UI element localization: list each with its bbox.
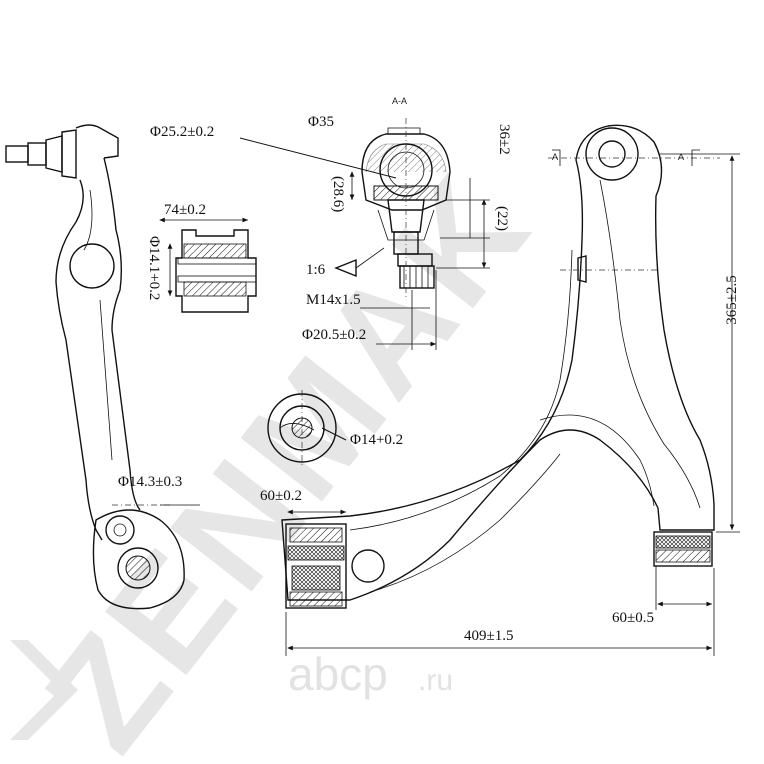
- dim-36: 36±2: [496, 124, 512, 155]
- round-bushing: [267, 390, 347, 466]
- ball-joint-section: A-A: [239, 96, 490, 350]
- section-marker-left: A: [552, 152, 558, 162]
- watermark: ZENMAK: [10, 142, 562, 764]
- section-label: A-A: [392, 96, 407, 106]
- dim-74: 74±0.2: [164, 202, 206, 218]
- dim-22: (22): [494, 206, 510, 231]
- main-control-arm: A A: [160, 124, 740, 656]
- dim-phi20: Φ20.5±0.2: [302, 327, 366, 343]
- dim-365: 365±2.5: [724, 275, 740, 324]
- dim-phi35: Φ35: [308, 114, 334, 130]
- stud-tip: [5, 145, 29, 163]
- arm-hole: [351, 549, 385, 583]
- side-hole: [69, 243, 115, 289]
- dim-phi14-3: Φ14.3±0.3: [118, 474, 182, 490]
- dim-409: 409±1.5: [464, 628, 513, 644]
- site-watermark: abcp .ru: [288, 648, 453, 700]
- watermark-chevron: [10, 640, 78, 740]
- dim-60-a: 60±0.2: [260, 488, 302, 504]
- site-watermark-suffix: .ru: [418, 664, 453, 697]
- dim-28-6: (28.6): [330, 176, 346, 212]
- dim-phi14: Φ14+0.2: [350, 432, 403, 448]
- thread-end: [399, 265, 435, 289]
- dim-60-b: 60±0.5: [612, 610, 654, 626]
- site-watermark-text: abcp: [288, 648, 388, 700]
- dimension-labels: Φ25.2±0.2 Φ35 36±2 (22) (28.6) 1:6 M14x1…: [118, 114, 740, 644]
- dim-thread: M14x1.5: [306, 292, 361, 308]
- section-marker-right: A: [678, 152, 684, 162]
- bushing-74: [159, 217, 257, 313]
- dim-phi25: Φ25.2±0.2: [150, 124, 214, 140]
- side-view-arm: [5, 124, 185, 610]
- dim-phi14-1: Φ14.1+0.2: [146, 236, 162, 300]
- dim-taper: 1:6: [306, 262, 326, 278]
